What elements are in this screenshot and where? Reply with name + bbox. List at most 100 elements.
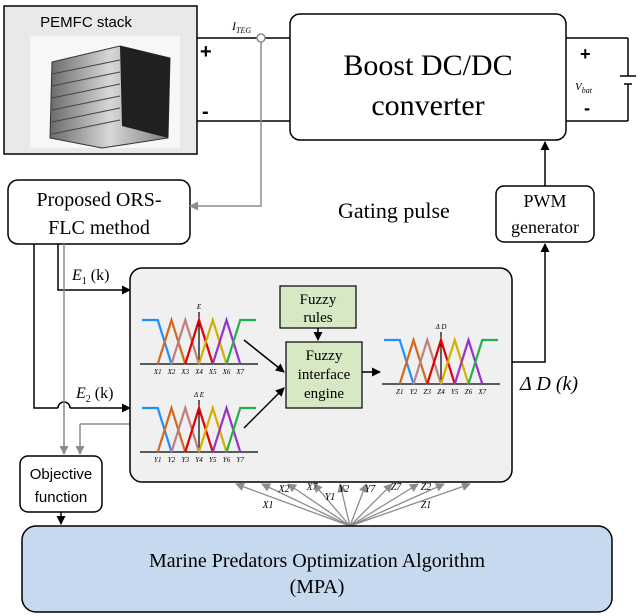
dd-mf-4 [426,336,456,385]
battery-minus: - [584,98,590,118]
mpa-line1: Marine Predators Optimization Algorithm [149,550,485,572]
proposed-method-block: Proposed ORS- FLC method [7,179,191,245]
battery [566,37,636,122]
pwm-line2: generator [511,217,579,237]
e-mf-2 [156,316,187,365]
dd-mf-7 [467,338,498,385]
fuzzy-engine-line3: engine [304,386,344,402]
pemfc-title: PEMFC stack [40,14,132,31]
e-tick-3: X3 [180,368,189,376]
fuzzy-engine-line1: Fuzzy [306,348,343,364]
pemfc-plus-terminal: + [200,41,212,63]
dd-tick-1: Z1 [396,388,403,396]
fan-label-4: Y1 [325,492,336,503]
e-axis-label: E [196,303,202,311]
de-tick-5: Y5 [209,456,217,464]
e2-signal-line [33,244,130,408]
de-plot-to-engine-arrow [243,387,285,429]
boost-converter-block: Boost DC/DC converter [289,13,567,141]
de-tick-3: Y3 [182,456,190,464]
mpa-block: Marine Predators Optimization Algorithm … [21,525,613,613]
e1-signal-line [57,244,131,295]
fan-arrow-2 [261,483,351,527]
de-tick-2: Y2 [168,456,176,464]
proposed-line2: FLC method [48,217,150,239]
e-tick-6: X6 [222,368,231,376]
mpa-line2: (MPA) [290,576,345,598]
de-mf-6 [211,404,242,453]
e-plot-to-engine-arrow [243,339,285,373]
de-tick-6: Y6 [223,456,231,464]
fuzzy-rules-line1: Fuzzy [300,292,337,308]
sensor-feedback-line [189,42,262,211]
current-label: ITEG [231,19,251,35]
fan-arrow-4 [313,483,351,527]
de-mf-3 [170,404,201,453]
de-mf-2 [156,404,187,453]
boost-line2: converter [371,89,484,122]
dd-mf-1 [384,338,415,385]
pemfc-stack: PEMFC stack + - [3,5,212,155]
fan-label-3: X7 [305,482,318,493]
dd-mf-6 [453,336,484,385]
objective-line1: Objective [30,466,93,483]
fan-arrow-1 [235,482,351,527]
battery-plus: + [580,44,591,64]
e-mf-3 [170,316,201,365]
de-mf-5 [197,404,228,453]
fan-label-7: Z7 [391,482,403,493]
dd-tick-4: Z4 [437,388,445,396]
fan-arrow-7 [349,483,393,527]
objective-function-block: Objective function [19,455,103,513]
fuzzy-engine-block: Fuzzy interface engine [285,341,363,409]
fan-arrow-8 [349,483,419,527]
fuzzy-rules-line2: rules [303,310,332,326]
e-tick-4: X4 [194,368,203,376]
membership-plot-delta-d: Δ D Z1 Y2 Z3 Z4 Y5 Z6 X7 [382,323,500,396]
de-tick-4: Y4 [195,456,203,464]
e-tick-5: X5 [208,368,217,376]
de-tick-1: Y1 [154,456,161,464]
delta-d-to-pwm-arrow [512,243,550,363]
power-wires [197,37,290,122]
fan-arrow-5 [337,483,351,527]
e-mf-1 [142,318,173,365]
de-mf-7 [225,406,256,453]
fuel-cell-stack-image [30,36,180,149]
pwm-generator-block: PWM generator [495,185,595,243]
pwm-line1: PWM [523,191,566,211]
de-mf-1 [142,406,173,453]
dd-tick-3: Z3 [424,388,432,396]
fuzzy-engine-line2: interface [298,367,351,383]
proposed-line1: Proposed ORS- [36,189,161,211]
fan-label-8: Z2 [421,482,432,493]
objective-line2: function [35,489,88,506]
fan-label-6: Y7 [365,484,377,495]
objective-feed-lines [59,244,130,455]
dd-tick-2: Y2 [410,388,418,396]
battery-voltage-label: Vbat [575,81,593,95]
fuzzy-rules-block: Fuzzy rules [279,285,357,329]
fan-arrow-6 [349,483,368,527]
pemfc-minus-terminal: - [202,101,209,123]
dd-mf-5 [439,336,470,385]
dd-tick-6: Z6 [465,388,473,396]
e-mf-7 [225,318,256,365]
delta-d-output-label: Δ D (k) [519,373,578,395]
dd-tick-7: X7 [477,388,486,396]
e-tick-7: X7 [235,368,244,376]
e-tick-2: X2 [167,368,176,376]
fan-label-2: X2 [277,484,289,495]
dd-axis-label: Δ D [435,323,447,331]
fan-arrow-9 [349,483,445,527]
fan-label-9: Z1 [421,500,432,511]
e-mf-4 [184,316,214,365]
dd-tick-5: Y5 [451,388,459,396]
de-axis-label: Δ E [193,391,205,399]
fan-arrow-3 [287,483,351,527]
fan-label-1: X1 [261,500,273,511]
e1-label: E1 (k) [71,267,109,287]
